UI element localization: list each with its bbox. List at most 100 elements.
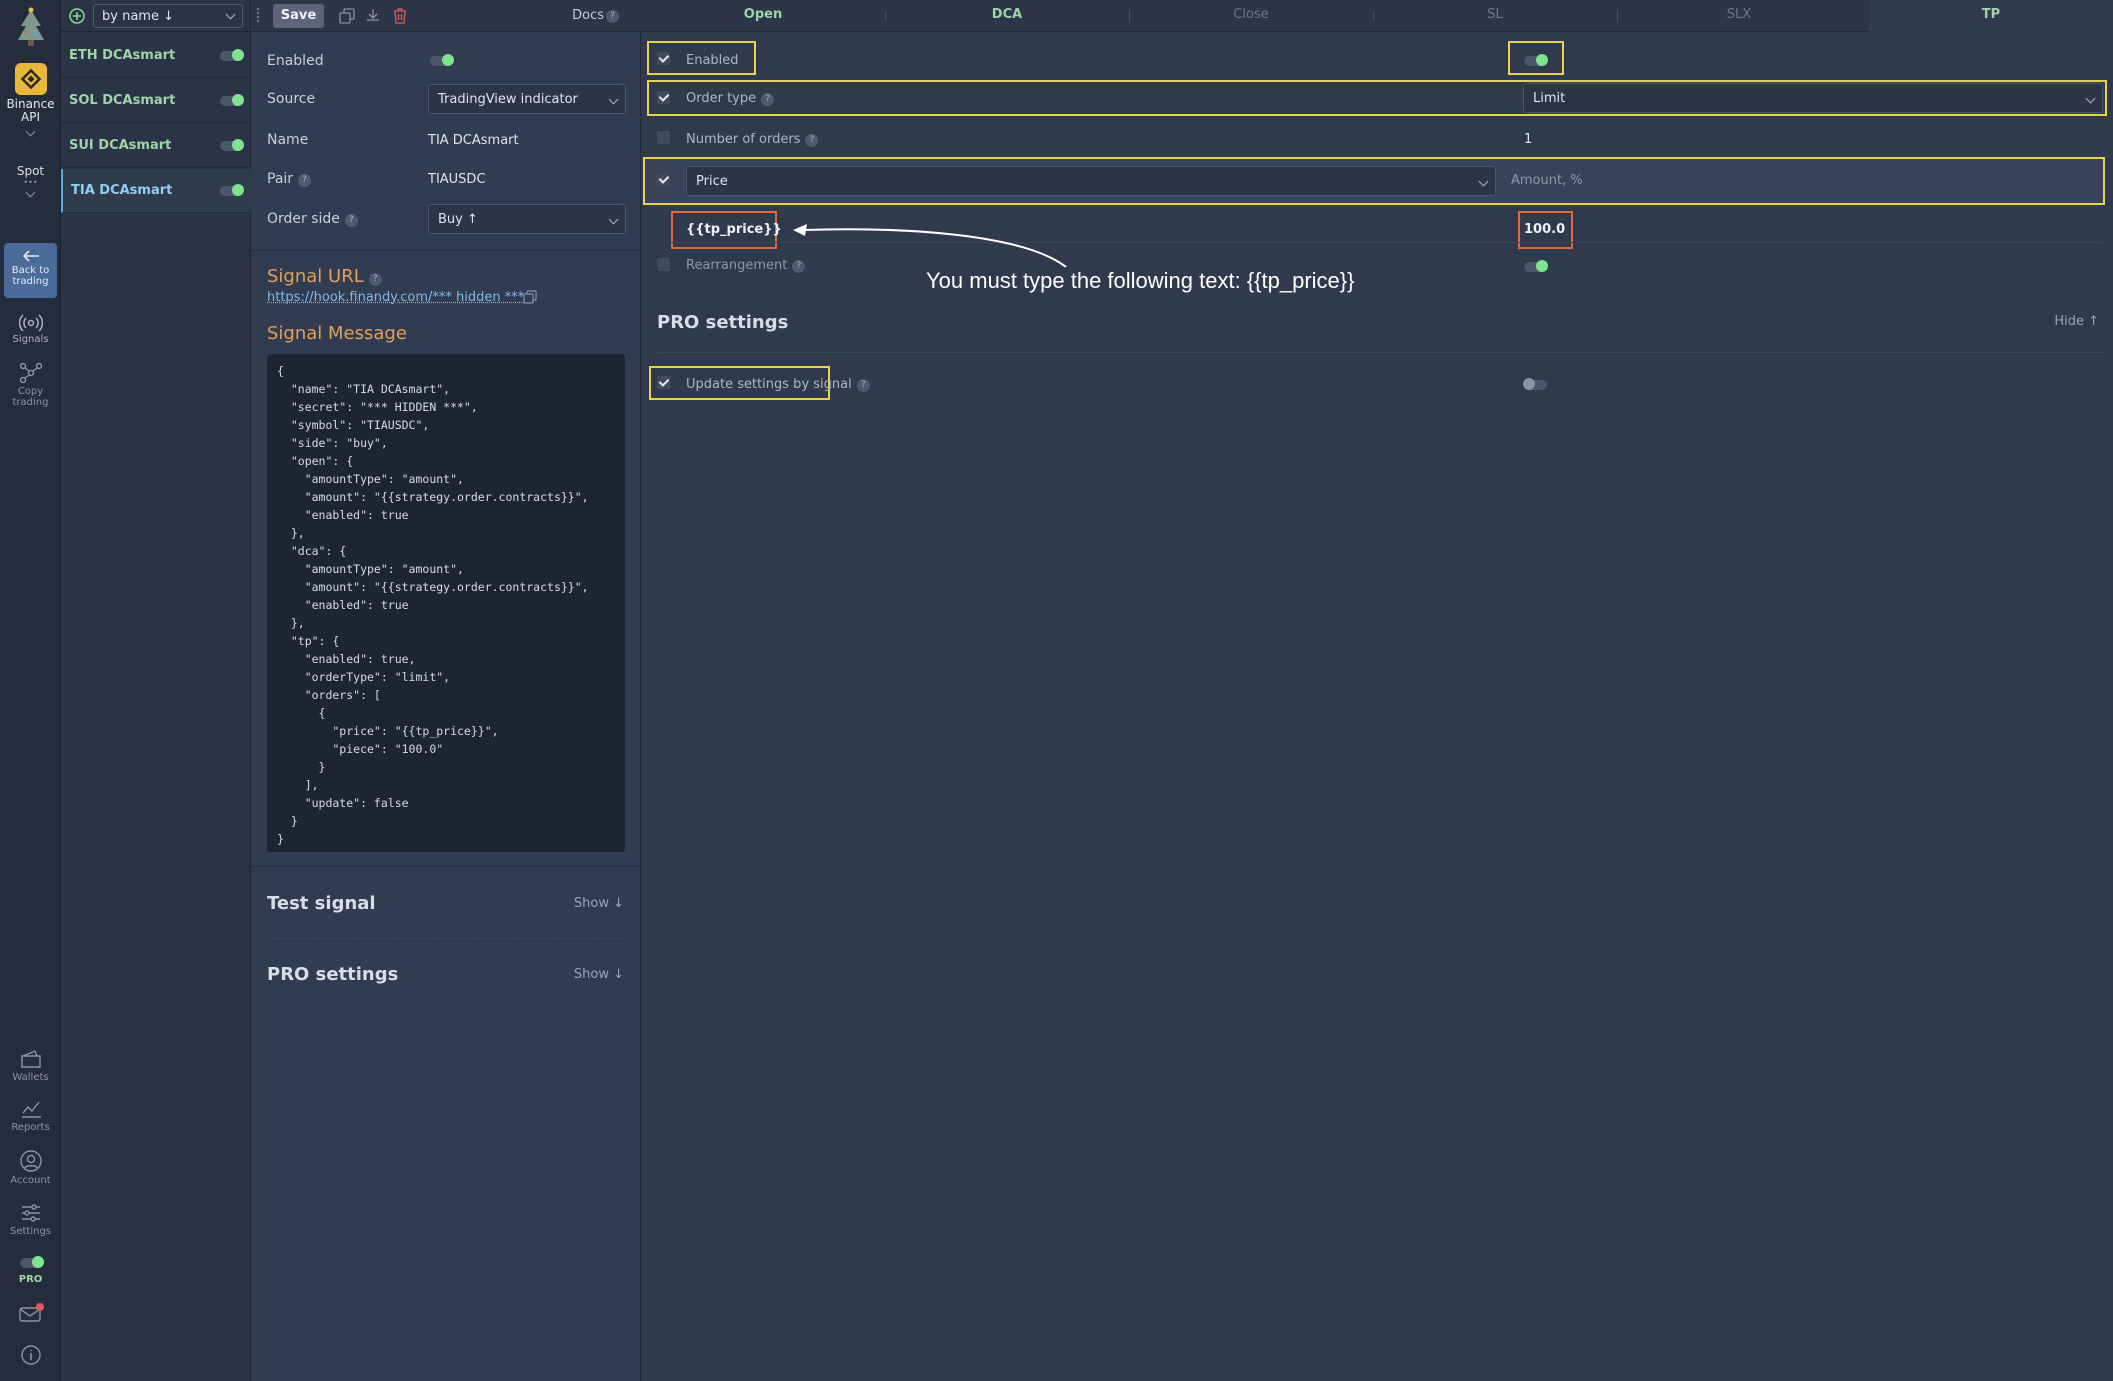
docs-link[interactable]: Docs?	[572, 8, 619, 23]
sort-select[interactable]: by name ↓	[93, 4, 243, 28]
download-icon[interactable]	[365, 7, 381, 23]
order-type-select[interactable]: Limit	[1523, 83, 2103, 113]
section-divider	[251, 866, 641, 867]
nav-account[interactable]: Account	[0, 1149, 61, 1186]
number-of-orders-checkbox[interactable]	[657, 131, 670, 144]
nav-settings-label: Settings	[9, 1226, 51, 1237]
exchange-selector[interactable]: Binance API	[0, 62, 61, 137]
order-type-checkbox[interactable]	[657, 91, 670, 104]
order-side-select-value: Buy ↑	[438, 212, 478, 227]
tab-sl[interactable]: SL	[1487, 7, 1503, 22]
help-icon[interactable]: ?	[368, 273, 382, 286]
bot-item[interactable]: SOL DCAsmart	[61, 79, 251, 123]
tab-dca[interactable]: DCA	[991, 7, 1023, 22]
copy-label-line2: trading	[12, 397, 49, 408]
tab-tp[interactable]: TP	[1869, 0, 2113, 32]
price-mode-select-value: Price	[696, 174, 728, 189]
order-side-select[interactable]: Buy ↑	[428, 204, 626, 234]
bot-enabled-switch[interactable]	[430, 54, 454, 66]
bot-enabled-toggle[interactable]	[220, 139, 244, 151]
tp-enabled-switch[interactable]	[1524, 54, 1548, 66]
back-to-trading-button[interactable]: Back to trading	[4, 243, 57, 298]
bot-name: ETH DCAsmart	[69, 48, 176, 63]
number-of-orders-label-text: Number of orders	[686, 132, 801, 147]
order-side-label: Order side?	[267, 211, 358, 227]
market-label: Spot	[16, 164, 45, 178]
tab-open[interactable]: Open	[743, 7, 783, 22]
number-of-orders-value[interactable]: 1	[1524, 132, 1533, 147]
source-select[interactable]: TradingView indicator	[428, 84, 626, 114]
mail-icon	[18, 1303, 44, 1322]
nav-wallets-label: Wallets	[12, 1072, 49, 1083]
order-type-label-text: Order type	[686, 91, 757, 106]
trash-icon[interactable]	[392, 7, 408, 24]
update-by-signal-switch[interactable]	[1523, 378, 1547, 390]
copy-icon[interactable]	[339, 8, 355, 24]
docs-label: Docs	[572, 8, 604, 23]
bot-item[interactable]: ETH DCAsmart	[61, 34, 251, 78]
help-icon: ?	[606, 10, 619, 23]
order-type-label: Order type?	[686, 91, 775, 106]
help-icon[interactable]: ?	[298, 174, 312, 187]
order-tabs: Open DCA Close SL SLX TP	[641, 0, 2113, 32]
update-by-signal-checkbox[interactable]	[657, 376, 670, 389]
bot-enabled-toggle[interactable]	[220, 94, 244, 106]
tp-amount-input[interactable]: 100.0	[1524, 222, 1566, 237]
save-button[interactable]: Save	[273, 4, 324, 28]
source-label: Source	[267, 91, 316, 107]
nav-copy-trading[interactable]: Copy trading	[0, 362, 61, 408]
nav-reports[interactable]: Reports	[0, 1098, 61, 1133]
market-dots: •••	[23, 178, 38, 187]
app-logo[interactable]	[0, 6, 61, 52]
name-input[interactable]: TIA DCAsmart	[428, 133, 519, 148]
back-label-line1: Back to	[11, 265, 50, 276]
chevron-down-icon	[608, 94, 619, 105]
help-icon[interactable]: ?	[856, 379, 870, 392]
nav-settings[interactable]: Settings	[0, 1202, 61, 1237]
annotation-arrow-icon	[793, 224, 1067, 268]
rearrangement-switch[interactable]	[1524, 260, 1548, 272]
pair-input[interactable]: TIAUSDC	[428, 172, 486, 187]
tp-pro-hide-button[interactable]: Hide ↑	[2054, 314, 2099, 329]
add-circle-icon[interactable]	[69, 8, 85, 24]
annotation-text: You must type the following text: {{tp_p…	[926, 268, 1355, 293]
copy-icon[interactable]	[523, 290, 537, 304]
bot-settings-form: Save Docs? Enabled Source TradingView in…	[251, 0, 641, 1381]
bot-enabled-toggle[interactable]	[220, 49, 244, 61]
pair-label-text: Pair	[267, 171, 294, 187]
exchange-name-line2: API	[21, 110, 40, 124]
pro-switch[interactable]	[19, 1256, 44, 1268]
price-mode-select[interactable]: Price	[686, 166, 1496, 196]
pro-settings-show-button[interactable]: Show ↓	[573, 967, 624, 982]
highlight-box	[647, 41, 756, 75]
help-icon[interactable]: ?	[792, 260, 806, 273]
pro-toggle[interactable]: PRO	[0, 1256, 61, 1285]
bot-item-selected[interactable]: TIA DCAsmart	[61, 169, 251, 213]
help-icon[interactable]: ?	[344, 214, 358, 227]
signal-url-link[interactable]: https://hook.finandy.com/*** hidden ***	[267, 290, 525, 305]
rearrangement-checkbox[interactable]	[657, 258, 670, 271]
enabled-label: Enabled	[267, 53, 324, 69]
help-icon[interactable]: ?	[805, 134, 819, 147]
chevron-down-icon	[25, 126, 36, 137]
price-checkbox[interactable]	[657, 173, 670, 186]
messages-button[interactable]	[0, 1302, 61, 1326]
tab-close[interactable]: Close	[1233, 7, 1269, 22]
bot-name: SOL DCAsmart	[69, 93, 176, 108]
tab-slx[interactable]: SLX	[1726, 7, 1752, 22]
help-icon[interactable]: ?	[761, 93, 775, 106]
info-button[interactable]	[0, 1344, 61, 1368]
bot-item[interactable]: SUI DCAsmart	[61, 124, 251, 168]
drag-handle-icon[interactable]	[257, 8, 259, 22]
test-signal-show-button[interactable]: Show ↓	[573, 896, 624, 911]
tab-separator	[1129, 11, 1130, 21]
section-divider	[657, 352, 2107, 353]
nav-wallets[interactable]: Wallets	[0, 1048, 61, 1083]
signal-message-code[interactable]: { "name": "TIA DCAsmart", "secret": "***…	[267, 354, 625, 852]
pro-label: PRO	[18, 1274, 43, 1285]
nav-signals[interactable]: Signals	[0, 314, 61, 345]
enabled-checkbox[interactable]	[657, 52, 670, 65]
bot-enabled-toggle[interactable]	[220, 184, 244, 196]
tp-price-input[interactable]: {{tp_price}}	[686, 222, 782, 237]
market-selector[interactable]: Spot •••	[0, 164, 61, 198]
